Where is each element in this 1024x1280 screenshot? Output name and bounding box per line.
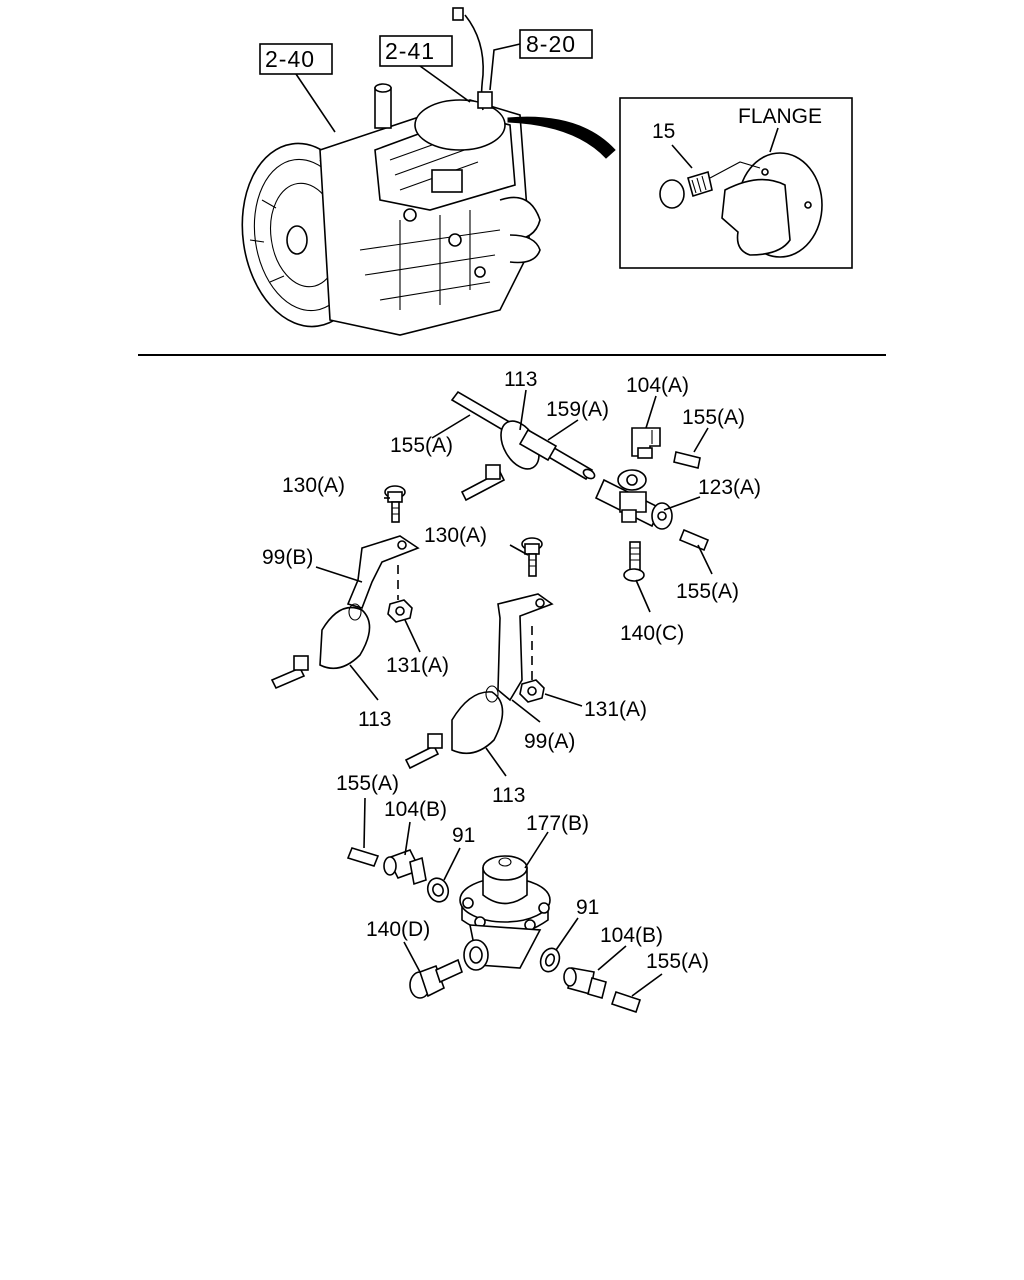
fitting-104b-right — [563, 967, 607, 999]
callout-labels: 113 159(A) 104(A) 155(A) 155(A) 123(A) 1… — [262, 368, 761, 973]
callout-113-lower: 113 — [492, 784, 525, 807]
bolt-140d — [409, 958, 463, 999]
callout-131a-lower: 131(A) — [584, 698, 647, 721]
detail-pointer-arrow — [507, 116, 616, 159]
callout-130a-right: 130(A) — [424, 524, 487, 547]
fitting-104b-left — [383, 849, 427, 886]
clamp-113-upper — [460, 420, 540, 502]
callout-91-left: 91 — [452, 824, 475, 847]
tee-123a — [594, 469, 673, 530]
pipe-155a-right-lower — [678, 528, 710, 552]
callout-leaders — [315, 389, 713, 997]
clamp-113-lower — [404, 685, 504, 770]
reference-boxes: 2-40 2-41 8-20 — [259, 29, 593, 133]
transmission-illustration — [241, 7, 541, 336]
pipe-155a-right-upper — [673, 451, 701, 469]
ref-label-8-20: 8-20 — [526, 31, 576, 57]
clamp-113-middle — [270, 603, 371, 690]
callout-140d: 140(D) — [366, 918, 430, 941]
callout-155a-lower-right: 155(A) — [646, 950, 709, 973]
pipe-155a-lower-left — [346, 847, 380, 867]
pipe-155a-lower-right — [610, 990, 642, 1014]
bolt-130a-left — [384, 485, 406, 523]
regulator-177b — [459, 855, 551, 971]
elbow-104a — [631, 427, 661, 459]
ref-label-2-40: 2-40 — [265, 46, 315, 72]
bolt-130a-right — [521, 537, 543, 577]
ref-box-2-41 — [379, 35, 453, 67]
callout-130a-left: 130(A) — [282, 474, 345, 497]
bracket-99a — [497, 593, 554, 702]
nut-131a-lower — [519, 679, 545, 703]
sleeve-159a — [518, 428, 558, 462]
callout-104b-left: 104(B) — [384, 798, 447, 821]
flange-detail-inset: FLANGE 15 — [619, 97, 853, 269]
callout-140c: 140(C) — [620, 622, 684, 645]
washer-91-left — [426, 877, 450, 903]
callout-91-right: 91 — [576, 896, 599, 919]
callout-113-top: 113 — [504, 368, 537, 391]
washer-91-right — [539, 947, 561, 973]
callout-99a: 99(A) — [524, 730, 575, 753]
bolt-140c — [623, 541, 645, 582]
callout-104b-right: 104(B) — [600, 924, 663, 947]
ref-label-2-41: 2-41 — [385, 38, 435, 64]
flange-label: FLANGE — [738, 105, 822, 128]
bolt-15-label: 15 — [652, 120, 675, 143]
callout-155a-upper-pipe: 155(A) — [390, 434, 453, 457]
bracket-99b — [346, 535, 420, 609]
callout-155a-lower-left: 155(A) — [336, 772, 399, 795]
callout-113-middle: 113 — [358, 708, 391, 731]
callout-155a-right-lower: 155(A) — [676, 580, 739, 603]
callout-131a-upper: 131(A) — [386, 654, 449, 677]
callout-123a: 123(A) — [698, 476, 761, 499]
callout-104a: 104(A) — [626, 374, 689, 397]
callout-177b: 177(B) — [526, 812, 589, 835]
callout-155a-right-upper: 155(A) — [682, 406, 745, 429]
callout-99b: 99(B) — [262, 546, 313, 569]
nut-131a-upper — [387, 599, 413, 623]
callout-159a: 159(A) — [546, 398, 609, 421]
